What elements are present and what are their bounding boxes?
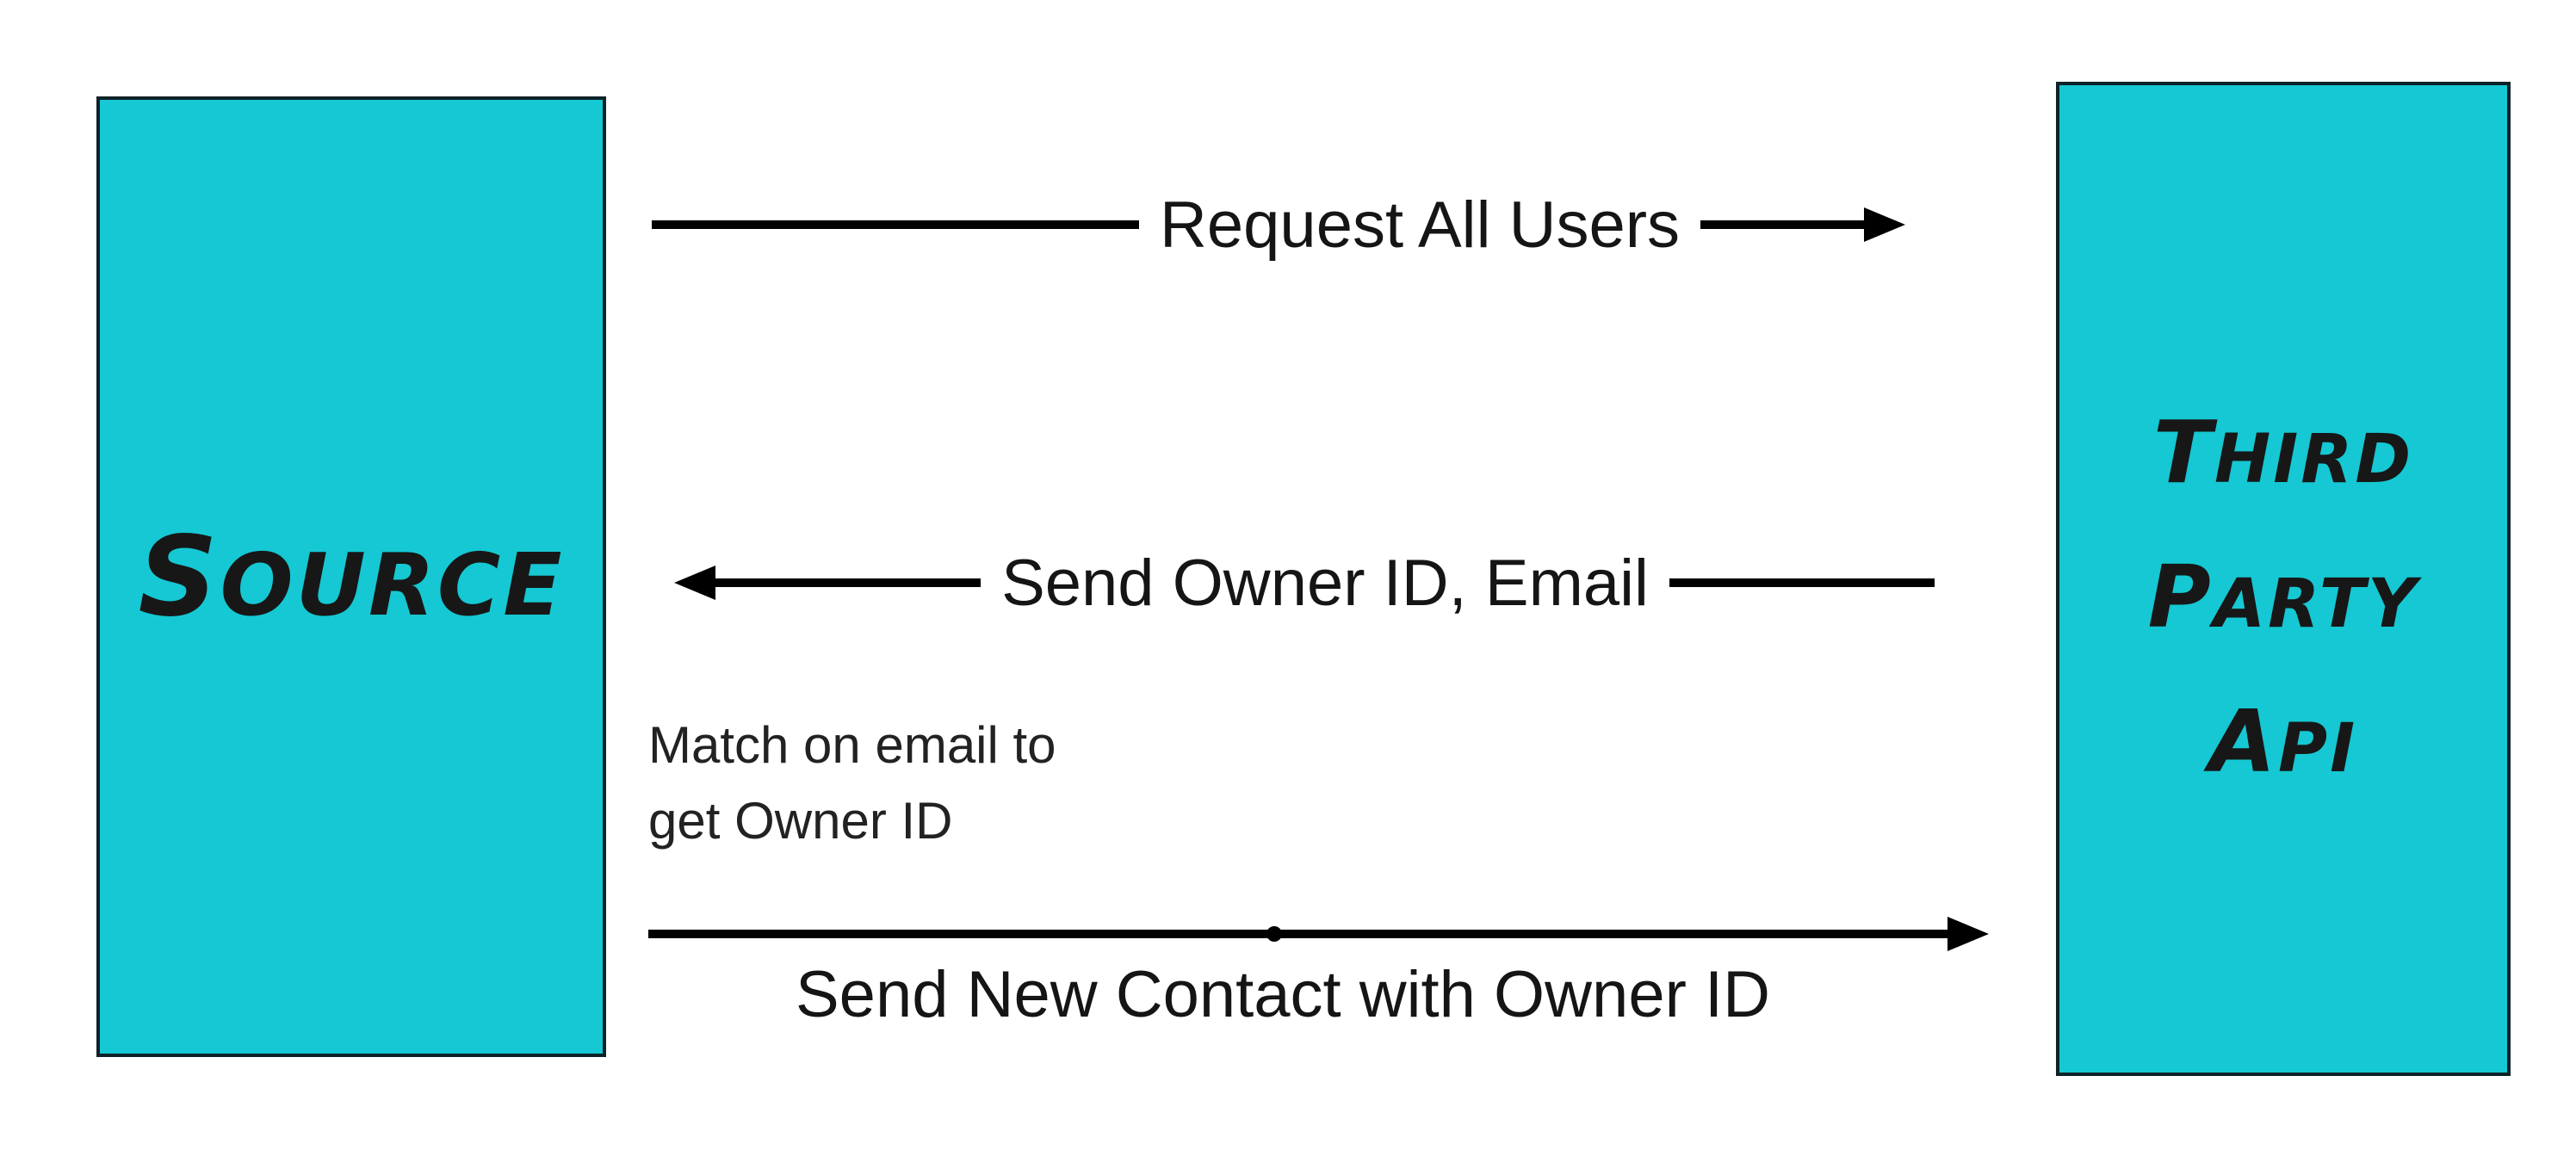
arrowhead-right-icon <box>1947 917 1989 951</box>
message-send-new-contact <box>648 915 1989 953</box>
third-party-actor-box: THIRD PARTY API <box>2056 82 2511 1076</box>
note-match-on-email: Match on email to get Owner ID <box>648 708 1056 859</box>
arrow-line <box>648 930 1947 938</box>
arrow-line <box>652 220 1139 229</box>
note-line-1: Match on email to <box>648 716 1056 774</box>
third-party-label-line-1: THIRD <box>2152 401 2414 503</box>
source-actor-box: SOURCE <box>96 96 606 1057</box>
third-party-actor-label: THIRD PARTY API <box>2148 384 2419 818</box>
arrow-line <box>715 578 981 587</box>
third-party-label-line-2: PARTY <box>2147 546 2419 647</box>
message-request-all-users-label: Request All Users <box>1160 188 1681 262</box>
arrowhead-left-icon <box>674 566 715 600</box>
message-send-owner-id-email: Send Owner ID, Email <box>674 540 1935 626</box>
note-line-2: get Owner ID <box>648 792 953 850</box>
source-actor-label: SOURCE <box>138 512 565 641</box>
arrow-line <box>1669 578 1935 587</box>
message-send-owner-id-email-label: Send Owner ID, Email <box>1001 546 1649 620</box>
midpoint-dot-icon <box>1266 926 1283 942</box>
message-request-all-users: Request All Users <box>652 182 1905 268</box>
message-send-new-contact-label: Send New Contact with Owner ID <box>795 958 1771 1031</box>
arrow-line <box>1700 220 1864 229</box>
third-party-label-line-3: API <box>2208 690 2358 792</box>
arrowhead-right-icon <box>1864 207 1905 242</box>
